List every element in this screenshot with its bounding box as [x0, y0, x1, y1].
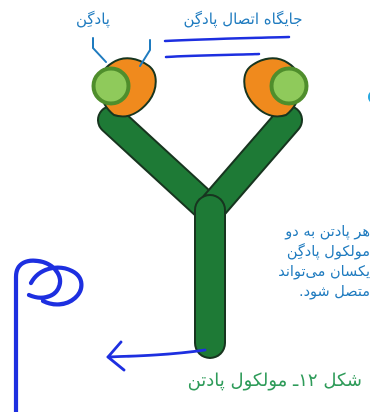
- binding-site-label-leader: [139, 39, 151, 67]
- antigen-label: پادگِن: [76, 10, 110, 28]
- right-binding-site: [243, 57, 309, 118]
- side-note-line-3: یکسان می‌تواند: [278, 264, 370, 280]
- antibody-right-arm-fill: [197, 107, 301, 223]
- figure-caption: شکل ۱۲ـ مولکول پادتن: [187, 370, 362, 391]
- handwritten-m-mark: [13, 258, 84, 412]
- side-note-line-1: هر پادتن به دو: [285, 224, 370, 240]
- right-antigen: [269, 66, 309, 106]
- left-antigen: [91, 66, 131, 106]
- antigen-label-leader: [92, 37, 107, 63]
- left-binding-site: [91, 57, 157, 118]
- binding-site-label: جایگاه اتصال پادگِن: [183, 10, 303, 28]
- side-note: هر پادتن به دو مولکول پادگِن یکسان می‌تو…: [252, 222, 370, 302]
- binding-site-underline: [163, 35, 291, 43]
- antibody-molecule: [97, 105, 303, 359]
- stem-annotation-arrow: [106, 348, 207, 359]
- antibody-left-arm-fill: [99, 107, 223, 223]
- side-note-line-2: مولکول پادگِن: [286, 244, 370, 260]
- side-note-line-4: متصل شود.: [298, 284, 370, 300]
- binding-site-overline-mark: [164, 52, 261, 59]
- stem-annotation-arrow-head: [106, 340, 126, 372]
